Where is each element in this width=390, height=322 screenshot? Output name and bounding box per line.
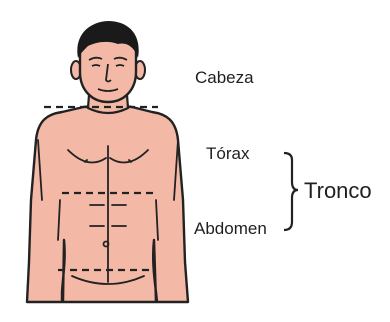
head-label: Cabeza bbox=[195, 68, 254, 88]
trunk-label: Tronco bbox=[304, 178, 372, 204]
abdomen-label: Abdomen bbox=[194, 219, 267, 239]
thorax-label: Tórax bbox=[206, 144, 249, 164]
trunk-bracket bbox=[284, 153, 298, 230]
